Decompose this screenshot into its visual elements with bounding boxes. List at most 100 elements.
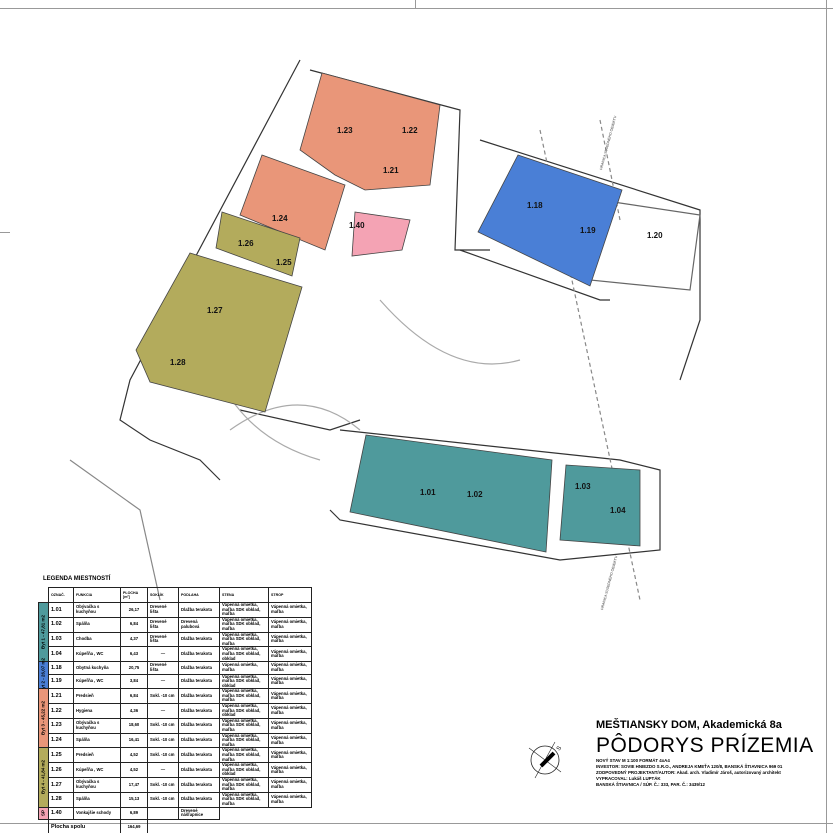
room-area-byt3	[299, 72, 441, 191]
legend-cell: Vápenná omietka, maľba	[268, 602, 312, 618]
legend-cell: 1.19	[48, 673, 74, 690]
room-area-byt1	[559, 464, 641, 547]
room-area-byt3	[239, 154, 346, 251]
legend-cell: Dlažba terakota	[178, 747, 220, 764]
room-label: 1.26	[238, 239, 254, 248]
legend-cell: 1.25	[48, 747, 74, 764]
legend-cell: Vápenná omietka, maľba	[268, 717, 312, 734]
legend-cell: 1.28	[48, 791, 74, 808]
title-line: VYPRACOVAL: Lukáš LUPTÁK	[596, 776, 661, 781]
room-label: 1.04	[610, 506, 626, 515]
room-label: 1.23	[337, 126, 353, 135]
room-area-byt2	[477, 154, 623, 287]
legend-header: SOKLÍK	[147, 587, 179, 603]
legend-cell: Kúpeľňa , WC	[73, 646, 121, 663]
title-line: INVESTOR: SOVIE HNIEZDO S.R.O., ANDREJA …	[596, 764, 783, 769]
apartment-group-text: Byt 1 - 47,81 m2	[40, 615, 46, 650]
legend-cell: Chodba	[73, 631, 121, 648]
north-arrow-icon: S	[528, 741, 563, 779]
legend-cell	[147, 806, 179, 820]
legend-cell: 1.26	[48, 762, 74, 778]
legend-cell	[269, 807, 312, 819]
legend-cell: 4,37	[120, 631, 148, 648]
room-area-byt1	[349, 434, 553, 553]
legend-cell: Sokl. -10 cm	[147, 732, 179, 749]
legend-cell: Dlažba terakota	[178, 703, 220, 719]
legend-cell	[220, 807, 269, 819]
legend-cell: Dlažba terakota	[178, 732, 220, 749]
legend-cell: Vonkajšie schody	[73, 806, 121, 820]
legend-cell: 3,84	[120, 673, 148, 690]
legend-cell: Vápenná omietka, maľba SDK obklad, maľba	[219, 616, 269, 633]
legend-cell: 1.24	[48, 732, 74, 749]
sheet-border-top	[0, 8, 833, 9]
legend-cell: Sokl. -10 cm	[147, 791, 179, 808]
legend-cell: Dlažba terakota	[178, 646, 220, 663]
room-label: 1.01	[420, 488, 436, 497]
title-line: ZODPOVEDNÝ PROJEKTANT/AUTOR: Akad. arch.…	[596, 770, 781, 775]
room-area-sp	[351, 211, 411, 257]
legend-header: FUNKCIA	[73, 587, 121, 603]
legend-cell: 4,52	[120, 747, 148, 764]
legend-cell: Drevená palubová	[178, 616, 220, 633]
legend-cell: Sokl. -10 cm	[147, 688, 179, 705]
apartment-group-text: Byt 4 - 41,84 m2	[40, 760, 46, 795]
legend-cell: Dlažba terakota	[178, 631, 220, 648]
legend-cell: Dlažba terakota	[178, 602, 220, 618]
legend-cell: —	[147, 703, 179, 719]
legend-cell: Dlažba terakota	[178, 661, 220, 675]
legend-cell: Hygiena	[73, 703, 121, 719]
legend-cell: 20,75	[120, 661, 148, 675]
legend-cell: Vápenná omietka, maľba	[268, 791, 312, 808]
legend-cell: Dlažba terakota	[178, 776, 220, 793]
room-area-byt4	[135, 252, 303, 413]
legend-cell: Kúpeľňa , WC	[73, 673, 121, 690]
sheet-mark	[415, 0, 416, 8]
legend-cell: Vápenná omietka, maľba SDK obklad, maľba	[219, 747, 269, 764]
legend-header: STENA	[219, 587, 269, 603]
legend-cell: Spálňa	[73, 791, 121, 808]
apartment-group-text: SP	[40, 810, 46, 817]
room-label: 1.03	[575, 482, 591, 491]
legend-cell: Vápenná omietka, maľba	[268, 747, 312, 764]
legend-cell: Drevené nášľapnice	[178, 806, 220, 820]
legend-cell: Vápenná omietka, maľba	[268, 776, 312, 793]
legend-cell: Dlažba terakota	[178, 762, 220, 778]
legend-cell: Vápenná omietka, maľba	[268, 688, 312, 705]
legend-cell: 6,89	[120, 806, 148, 820]
neighbor-boundary-label: HRANICA SUSEDNÉHO OBJEKTU	[599, 555, 618, 611]
room-area-byt4	[215, 211, 301, 277]
legend-cell: 15,13	[120, 791, 148, 808]
legend-cell: 6,84	[120, 616, 148, 633]
legend-cell: Drevené lišta	[147, 602, 179, 618]
legend-cell: Vápenná omietka, maľba	[268, 646, 312, 663]
legend-cell: Spálňa	[73, 732, 121, 749]
legend-cell: 1.04	[48, 646, 74, 663]
legend-cell: 1.22	[48, 703, 74, 719]
legend-cell: Vápenná omietka, maľba SDK obklad, maľba	[219, 602, 269, 618]
title-line: NOVÝ STAV M 1:100 FORMÁT 4xA4	[596, 758, 670, 763]
legend-cell: Drevené lišta	[147, 661, 179, 675]
legend-cell: Vápenná omietka, maľba	[268, 732, 312, 749]
legend-cell: Drevené lišta	[147, 631, 179, 648]
legend-cell: Vápenná omietka, maľba	[219, 661, 269, 675]
legend-cell: Vápenná omietka, maľba	[268, 703, 312, 719]
room-labels: 1.23 1.22 1.21 1.24 1.40 1.26 1.25 1.27 …	[170, 126, 663, 515]
project-name: MEŠTIANSKY DOM, Akademická 8a	[596, 719, 782, 731]
legend-cell: Vápenná omietka, maľba SDK obklad, maľba	[219, 791, 269, 808]
legend-cell: 1.40	[48, 806, 74, 820]
legend-cell: Obývačka s kuchyňou	[73, 776, 121, 793]
legend-cell: Vápenná omietka, maľba SDK obklad, obkla…	[219, 646, 269, 663]
room-label: 1.27	[207, 306, 223, 315]
legend-cell: Vápenná omietka, maľba	[268, 616, 312, 633]
apartment-group-label: Byt 4 - 41,84 m2	[38, 747, 49, 808]
